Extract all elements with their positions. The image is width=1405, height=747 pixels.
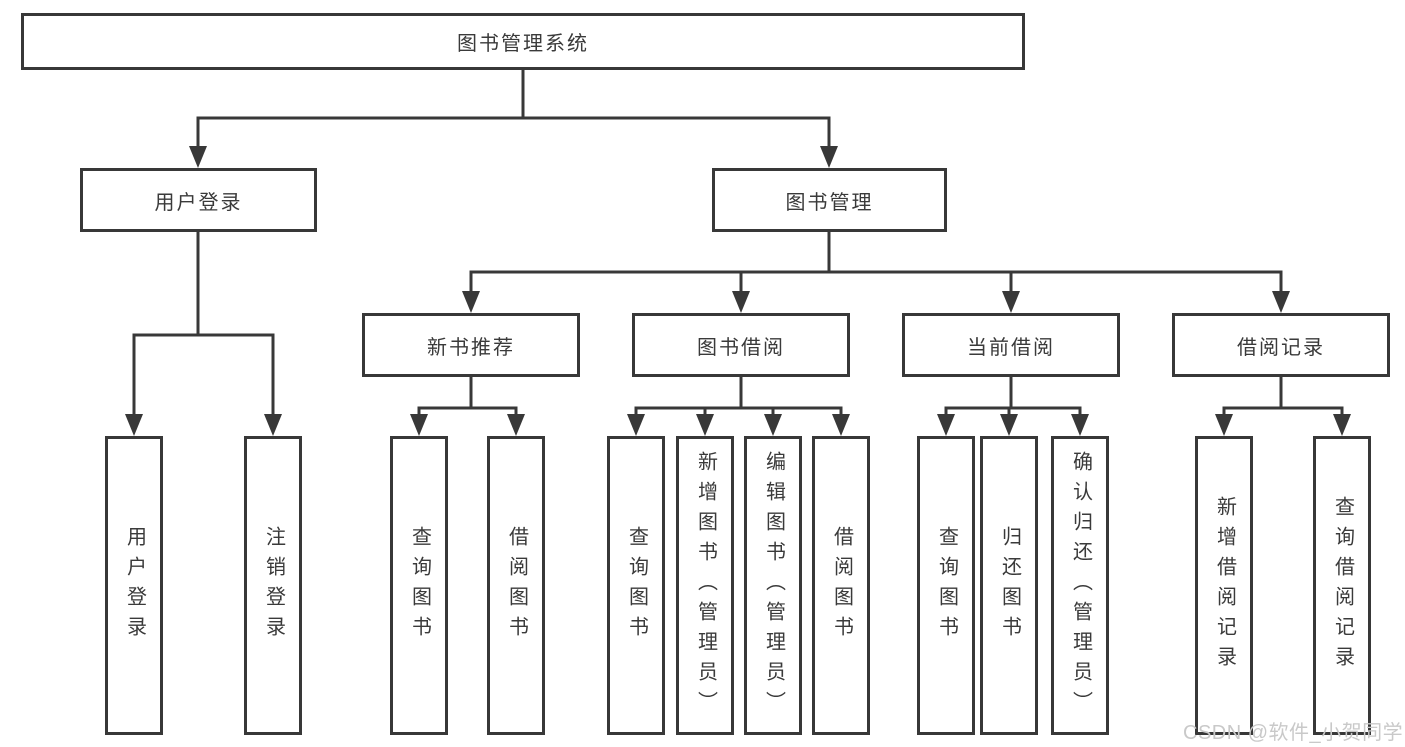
node-borrow-records: 借阅记录 xyxy=(1172,313,1390,377)
leaf-return-book-label: 归还图书 xyxy=(998,525,1021,646)
arrowheads xyxy=(125,146,1351,436)
leaf-edit-book-admin: 编辑图书（管理员） xyxy=(744,436,802,735)
node-new-book-recommend-label: 新书推荐 xyxy=(427,336,515,359)
leaf-add-borrow-record-label: 新增借阅记录 xyxy=(1213,495,1236,676)
node-user-login-branch-label: 用户登录 xyxy=(154,191,243,214)
leaf-borrow-books-borrow-label: 借阅图书 xyxy=(830,525,853,646)
leaf-query-books-current: 查询图书 xyxy=(917,436,975,735)
csdn-watermark: CSDN @软件_小贺同学 xyxy=(1183,722,1404,744)
leaf-confirm-return-admin-label: 确认归还（管理员） xyxy=(1069,450,1092,721)
leaf-user-login-label: 用户登录 xyxy=(123,525,146,646)
node-book-borrow: 图书借阅 xyxy=(632,313,850,377)
leaf-query-books-borrow: 查询图书 xyxy=(607,436,665,735)
leaf-borrow-books-borrow: 借阅图书 xyxy=(812,436,870,735)
node-current-borrow: 当前借阅 xyxy=(902,313,1120,377)
leaf-query-books-current-label: 查询图书 xyxy=(935,525,958,646)
node-borrow-records-label: 借阅记录 xyxy=(1237,336,1325,359)
leaf-borrow-books-recommend-label: 借阅图书 xyxy=(505,525,528,646)
leaf-logout-label: 注销登录 xyxy=(262,525,285,646)
leaf-query-books-borrow-label: 查询图书 xyxy=(625,525,648,646)
leaf-query-books-recommend-label: 查询图书 xyxy=(408,525,431,646)
leaf-add-book-admin: 新增图书（管理员） xyxy=(676,436,734,735)
leaf-add-borrow-record: 新增借阅记录 xyxy=(1195,436,1253,735)
leaf-query-borrow-record-label: 查询借阅记录 xyxy=(1331,495,1354,676)
leaf-borrow-books-recommend: 借阅图书 xyxy=(487,436,545,735)
leaf-user-login: 用户登录 xyxy=(105,436,163,735)
node-root-label: 图书管理系统 xyxy=(457,33,589,55)
node-book-management: 图书管理 xyxy=(712,168,947,232)
node-user-login-branch: 用户登录 xyxy=(80,168,317,232)
leaf-logout: 注销登录 xyxy=(244,436,302,735)
node-book-management-label: 图书管理 xyxy=(785,191,874,214)
leaf-query-borrow-record: 查询借阅记录 xyxy=(1313,436,1371,735)
node-new-book-recommend: 新书推荐 xyxy=(362,313,580,377)
node-book-borrow-label: 图书借阅 xyxy=(697,336,785,359)
leaf-confirm-return-admin: 确认归还（管理员） xyxy=(1051,436,1109,735)
node-current-borrow-label: 当前借阅 xyxy=(967,336,1055,359)
leaf-query-books-recommend: 查询图书 xyxy=(390,436,448,735)
leaf-edit-book-admin-label: 编辑图书（管理员） xyxy=(762,450,785,721)
leaf-return-book: 归还图书 xyxy=(980,436,1038,735)
node-root: 图书管理系统 xyxy=(21,13,1025,70)
leaf-add-book-admin-label: 新增图书（管理员） xyxy=(694,450,717,721)
